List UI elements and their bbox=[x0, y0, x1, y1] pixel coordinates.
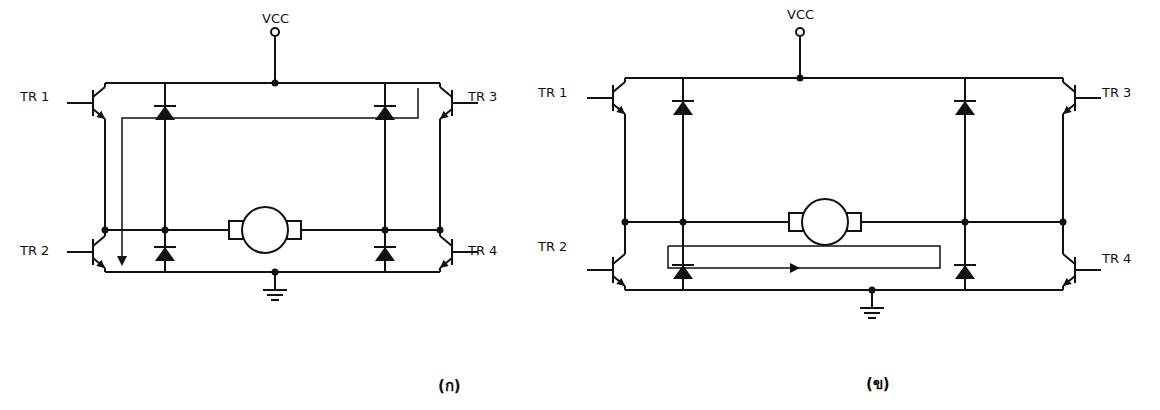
transistor-emitter bbox=[1063, 276, 1075, 286]
wire bbox=[624, 286, 626, 290]
transistor-label: TR 3 bbox=[1102, 86, 1131, 100]
wire bbox=[439, 268, 441, 272]
wire bbox=[104, 119, 106, 236]
transistor-label: TR 4 bbox=[1102, 252, 1131, 266]
wire bbox=[1062, 286, 1064, 290]
junction-dot bbox=[272, 269, 279, 276]
motor-symbol bbox=[242, 207, 288, 253]
transistor-label: TR 3 bbox=[468, 90, 497, 104]
diode-cathode bbox=[672, 100, 694, 102]
diode-cathode bbox=[954, 100, 976, 102]
transistor-base-lead bbox=[67, 251, 93, 253]
diode-symbol bbox=[673, 265, 693, 279]
transistor-emitter bbox=[440, 258, 452, 268]
ground-symbol bbox=[864, 312, 880, 314]
emitter-arrow bbox=[440, 111, 449, 119]
transistor-collector bbox=[613, 254, 625, 264]
emitter-arrow bbox=[616, 278, 625, 286]
wire bbox=[861, 221, 1063, 223]
current-path bbox=[122, 88, 418, 262]
ground-symbol bbox=[271, 299, 279, 301]
transistor-base-lead bbox=[587, 269, 613, 271]
ground-symbol bbox=[267, 294, 283, 296]
junction-dot bbox=[272, 80, 279, 87]
motor-brush bbox=[789, 213, 803, 231]
vcc-terminal bbox=[271, 28, 279, 36]
vcc-terminal bbox=[796, 28, 804, 36]
transistor-collector bbox=[1063, 254, 1075, 264]
transistor-label: TR 1 bbox=[20, 90, 49, 104]
emitter-arrow bbox=[1063, 278, 1072, 286]
motor-brush bbox=[847, 213, 861, 231]
diode-symbol bbox=[955, 101, 975, 115]
wire bbox=[105, 229, 229, 231]
motor-brush bbox=[287, 221, 301, 239]
junction-dot bbox=[869, 287, 876, 294]
wire bbox=[624, 114, 626, 254]
supply-rail bbox=[625, 77, 1063, 79]
supply-label: VCC bbox=[262, 12, 289, 26]
diode-cathode bbox=[672, 264, 694, 266]
transistor-emitter bbox=[613, 276, 625, 286]
wire bbox=[625, 221, 789, 223]
transistor-emitter bbox=[613, 104, 625, 114]
transistor-emitter bbox=[93, 258, 105, 268]
transistor-collector bbox=[93, 87, 105, 97]
transistor-collector bbox=[440, 87, 452, 97]
transistor-base-lead bbox=[67, 102, 93, 104]
transistor-label: TR 2 bbox=[538, 240, 567, 254]
wire bbox=[439, 119, 441, 236]
diode-cathode bbox=[154, 105, 176, 107]
ground-symbol bbox=[263, 289, 287, 291]
transistor-base-lead bbox=[1075, 269, 1101, 271]
current-arrow bbox=[790, 263, 800, 273]
diode-symbol bbox=[375, 247, 395, 261]
diode-symbol bbox=[155, 247, 175, 261]
diode-cathode bbox=[954, 264, 976, 266]
transistor-label: TR 4 bbox=[468, 244, 497, 258]
transistor-emitter bbox=[440, 109, 452, 119]
wire bbox=[1062, 114, 1064, 254]
current-arrow bbox=[117, 256, 127, 266]
diode-cathode bbox=[154, 246, 176, 248]
ground-symbol bbox=[860, 307, 884, 309]
transistor-base-lead bbox=[1075, 97, 1101, 99]
ground-symbol bbox=[868, 317, 876, 319]
diode-symbol bbox=[955, 265, 975, 279]
transistor-collector bbox=[440, 236, 452, 246]
current-path bbox=[668, 246, 940, 268]
transistor-emitter bbox=[93, 109, 105, 119]
diode-cathode bbox=[374, 246, 396, 248]
emitter-arrow bbox=[96, 260, 105, 268]
transistor-label: TR 2 bbox=[20, 244, 49, 258]
transistor-emitter bbox=[1063, 104, 1075, 114]
emitter-arrow bbox=[616, 106, 625, 114]
transistor-collector bbox=[93, 236, 105, 246]
emitter-arrow bbox=[1063, 106, 1072, 114]
emitter-arrow bbox=[440, 260, 449, 268]
figure-label: (ข) bbox=[866, 376, 890, 393]
ground-rail bbox=[625, 289, 1063, 291]
vcc-lead bbox=[274, 36, 276, 83]
motor-brush bbox=[229, 221, 243, 239]
figure-label: (ก) bbox=[438, 378, 461, 395]
transistor-collector bbox=[613, 82, 625, 92]
wire bbox=[301, 229, 440, 231]
wire bbox=[104, 268, 106, 272]
diode-cathode bbox=[374, 105, 396, 107]
supply-label: VCC bbox=[787, 8, 814, 22]
motor-symbol bbox=[802, 199, 848, 245]
transistor-collector bbox=[1063, 82, 1075, 92]
vcc-lead bbox=[799, 36, 801, 78]
emitter-arrow bbox=[96, 111, 105, 119]
transistor-base-lead bbox=[587, 97, 613, 99]
diode-symbol bbox=[673, 101, 693, 115]
transistor-label: TR 1 bbox=[538, 86, 567, 100]
junction-dot bbox=[797, 75, 804, 82]
